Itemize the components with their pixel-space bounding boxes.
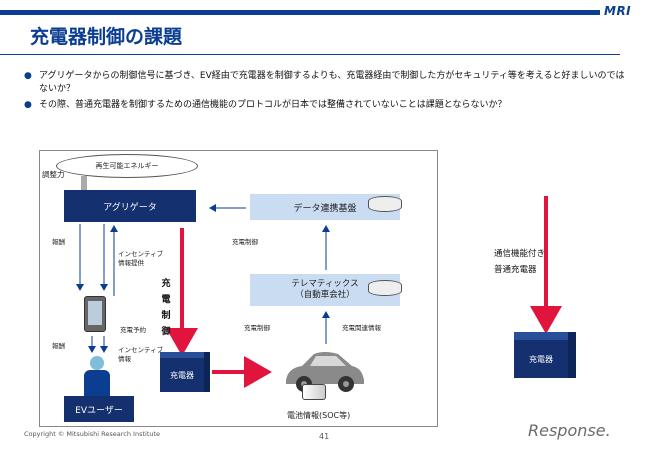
bullet-text: アグリゲータからの制御信号に基づき、EV経由で充電器を制御するよりも、充電器経由… [39,71,625,94]
battery-icon [302,384,326,400]
title-divider [0,54,620,55]
right-charger-unit: 充電器 [514,332,576,378]
telematics-box: テレマティックス （自動車会社） [250,274,400,306]
header-bar [0,10,600,15]
reward-label: 報酬 [52,238,65,246]
reward-label: 報酬 [52,342,65,350]
right-charger-label: 充電器 [514,340,568,378]
bullet-icon: ● [24,71,32,81]
bullet-list: ● アグリゲータからの制御信号に基づき、EV経由で充電器を制御するよりも、充電器… [24,70,630,115]
page-number: 41 [319,432,330,441]
charger-control-label: 充電制御 [232,238,258,246]
page-title: 充電器制御の課題 [30,26,183,48]
smartphone-icon [84,296,106,332]
brand-logo: MRI [604,4,632,18]
right-panel-label: 通信機能付き 普通充電器 [494,246,545,278]
battery-info-label: 電池情報(SOC等) [287,411,351,420]
normal-charger-label: 普通充電器 [494,265,537,275]
bullet-item: ● アグリゲータからの制御信号に基づき、EV経由で充電器を制御するよりも、充電器… [24,70,630,96]
telematics-company-label: （自動車会社） [295,290,355,300]
charger-unit: 充電器 [160,352,210,392]
adjust-label: 調整力 [42,170,65,179]
renewable-energy-ellipse: 再生可能エネルギー [56,154,198,178]
charge-reservation-label: 充電予約 [120,326,146,334]
ev-user-box: EVユーザー [64,396,134,422]
telematics-label: テレマティックス [291,279,359,289]
incentive-info-label: インセンティブ 情報 [118,346,164,363]
charge-control-vertical-label: 充 電 制 御 [161,279,171,337]
charger-control-label: 充電制御 [244,324,270,332]
charger-label: 充電器 [160,358,204,392]
database-icon [368,196,402,212]
ev-user-icon [84,356,110,396]
bullet-text: その際、普通充電器を制御するための通信機能のプロトコルが日本では整備されていない… [39,100,507,110]
communication-capable-label: 通信機能付き [494,249,546,259]
bullet-item: ● その際、普通充電器を制御するための通信機能のプロトコルが日本では整備されてい… [24,99,630,112]
bullet-icon: ● [24,100,32,110]
charge-related-info-label: 充電関連情報 [342,324,381,332]
incentive-info-label: インセンティブ 情報提供 [118,250,164,267]
database-icon [368,280,402,296]
copyright-text: Copyright © Mitsubishi Research Institut… [24,430,161,438]
aggregator-box: アグリゲータ [64,190,196,222]
response-logo: Response. [528,421,611,440]
